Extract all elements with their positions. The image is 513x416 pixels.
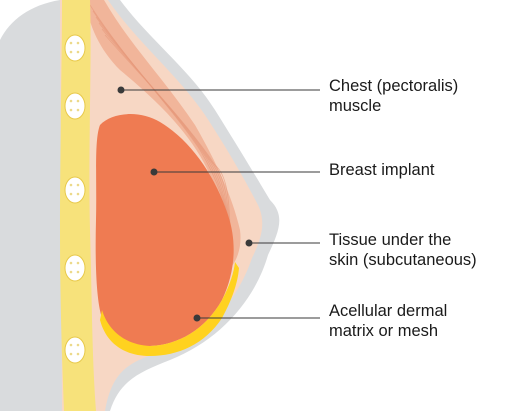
rib: [65, 177, 85, 203]
label-subcutaneous-tissue: Tissue under the skin (subcutaneous): [329, 230, 477, 270]
label-line: Tissue under the: [329, 230, 477, 250]
label-line: Breast implant: [329, 160, 434, 180]
label-line: skin (subcutaneous): [329, 250, 477, 270]
label-chest-muscle: Chest (pectoralis) muscle: [329, 76, 458, 116]
label-breast-implant: Breast implant: [329, 160, 434, 180]
label-line: muscle: [329, 96, 458, 116]
rib: [65, 255, 85, 281]
rib: [65, 93, 85, 119]
label-line: Acellular dermal: [329, 301, 447, 321]
rib: [65, 35, 85, 61]
label-acellular-dermal-matrix: Acellular dermal matrix or mesh: [329, 301, 447, 341]
label-line: Chest (pectoralis): [329, 76, 458, 96]
rib: [65, 337, 85, 363]
label-line: matrix or mesh: [329, 321, 447, 341]
